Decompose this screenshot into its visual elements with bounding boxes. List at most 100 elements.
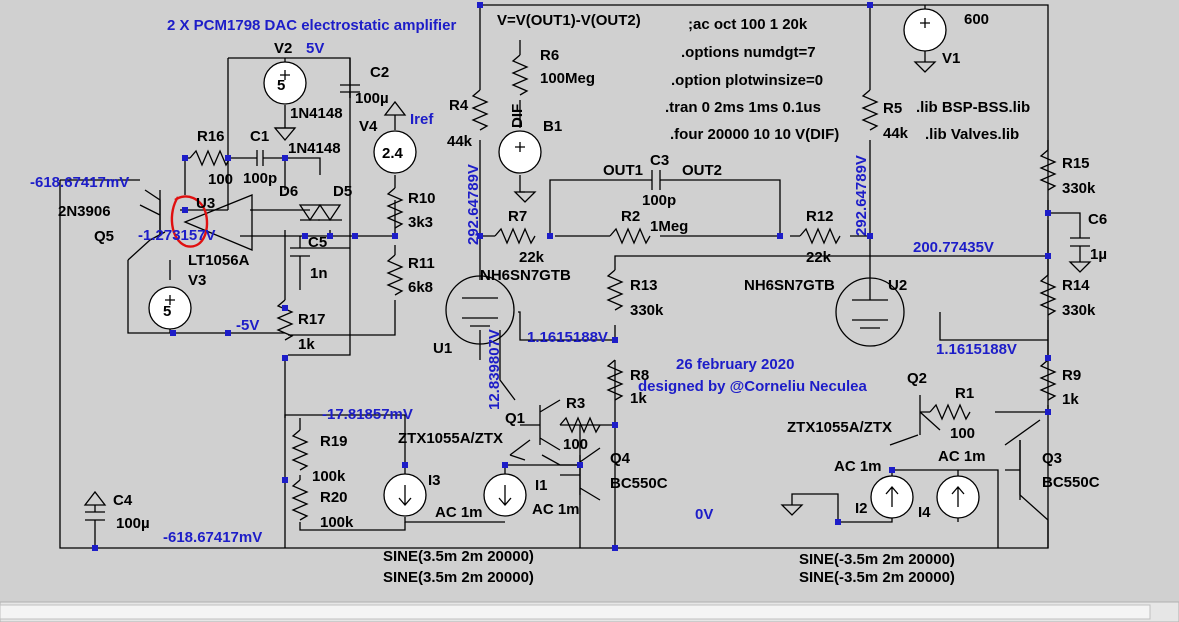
- resistor-R12: [799, 227, 841, 245]
- label-c5-val: 1n: [310, 265, 328, 282]
- label-r12-val: 22k: [806, 249, 832, 266]
- label-q4-model: BC550C: [610, 475, 668, 492]
- label-r7-val: 22k: [519, 249, 545, 266]
- tubes: [445, 275, 905, 347]
- resistor-R5: [861, 89, 879, 131]
- sine-spec-1b: SINE(3.5m 2m 20000): [383, 569, 534, 586]
- label-v2: V2: [274, 40, 292, 57]
- label-c5: C5: [308, 234, 327, 251]
- resistor-R8: [606, 359, 624, 401]
- label-d-model-mid: 1N4148: [288, 140, 341, 157]
- label-r10-val: 3k3: [408, 214, 433, 231]
- label-v4: V4: [359, 118, 378, 135]
- label-q3: Q3: [1042, 450, 1062, 467]
- junctions: [92, 2, 1051, 551]
- label-r15: R15: [1062, 155, 1090, 172]
- capacitor-C6: [1070, 220, 1090, 255]
- highlight-circle: [170, 195, 209, 248]
- diode-D6: [298, 204, 322, 222]
- label-r13: R13: [630, 277, 658, 294]
- resistor-R16: [189, 149, 231, 167]
- capacitor-C3: [640, 170, 675, 190]
- transistor-Q4: [560, 447, 601, 501]
- label-r9-val: 1k: [1062, 391, 1079, 408]
- directive-ac: ;ac oct 100 1 20k: [688, 16, 808, 33]
- label-d6: D6: [279, 183, 298, 200]
- transistor-Q1: [520, 399, 561, 451]
- label-v2-5v: 5V: [306, 40, 324, 57]
- resistor-R15: [1039, 149, 1057, 191]
- label-u1: U1: [433, 340, 452, 357]
- source-symbols: [165, 18, 965, 507]
- label-q4: Q4: [610, 450, 631, 467]
- label-r19-val: 100k: [312, 468, 346, 485]
- label-u3-model: LT1056A: [188, 252, 250, 269]
- label-d-model-top: 1N4148: [290, 105, 343, 122]
- label-r15-val: 330k: [1062, 180, 1096, 197]
- label-i1: I1: [535, 477, 548, 494]
- note-date: 26 february 2020: [676, 356, 794, 373]
- label-c6-val: 1µ: [1090, 246, 1107, 263]
- label-q1-model: ZTX1055A/ZTX: [398, 430, 503, 447]
- label-c6: C6: [1088, 211, 1107, 228]
- label-c3: C3: [650, 152, 669, 169]
- net-ground: 0V: [695, 506, 713, 523]
- transistors: [159, 190, 1021, 501]
- label-r3: R3: [566, 395, 585, 412]
- capacitor-C5: [290, 247, 310, 275]
- net-u1-plate: 292.64789V: [465, 164, 482, 245]
- label-q1: Q1: [505, 410, 525, 427]
- label-r7: R7: [508, 208, 527, 225]
- schematic-title: 2 X PCM1798 DAC electrostatic amplifier: [167, 17, 456, 34]
- resistor-R14: [1039, 274, 1057, 316]
- sine-spec-2b: SINE(-3.5m 2m 20000): [799, 569, 955, 586]
- label-u3: U3: [196, 195, 215, 212]
- label-r2-val: 1Meg: [650, 218, 688, 235]
- label-v3: V3: [188, 272, 206, 289]
- net-u1-cath: 1.1615188V: [527, 329, 608, 346]
- resistor-R17: [276, 299, 294, 341]
- label-c1: C1: [250, 128, 269, 145]
- label-c4-val: 100µ: [116, 515, 150, 532]
- capacitors: [85, 62, 1090, 528]
- label-r20: R20: [320, 489, 348, 506]
- grounds: [83, 61, 1092, 516]
- label-r17: R17: [298, 311, 326, 328]
- label-r11-val: 6k8: [408, 279, 433, 296]
- label-r12: R12: [806, 208, 834, 225]
- label-r8: R8: [630, 367, 649, 384]
- label-v1: V1: [942, 50, 960, 67]
- net-u2-plate: 292.64789V: [853, 155, 870, 236]
- label-d5: D5: [333, 183, 352, 200]
- label-i4: I4: [918, 504, 931, 521]
- scrollbar-thumb[interactable]: [0, 604, 1151, 620]
- resistor-R9: [1039, 359, 1057, 401]
- resistor-R11: [386, 254, 404, 296]
- label-r16: R16: [197, 128, 225, 145]
- diode-D5: [318, 204, 342, 222]
- label-q5: Q5: [94, 228, 114, 245]
- diode-1N4148-top: [273, 127, 297, 142]
- opamp-U3: [183, 194, 253, 251]
- label-r11: R11: [408, 255, 435, 272]
- resistor-R3: [559, 416, 601, 434]
- tube-U1: [445, 275, 515, 345]
- directive-formula: V=V(OUT1)-V(OUT2): [497, 12, 641, 29]
- source-V4: [373, 130, 417, 174]
- label-r16-val: 100: [208, 171, 233, 188]
- net-bottom-rail: -618.67417mV: [163, 529, 262, 546]
- label-r13-val: 330k: [630, 302, 664, 319]
- label-dif: DIF: [509, 104, 526, 128]
- net-q5-base: -618.67417mV: [30, 174, 129, 191]
- resistor-R20: [291, 479, 309, 521]
- label-r9: R9: [1062, 367, 1081, 384]
- label-v3-val: 5: [163, 303, 171, 320]
- label-q5-model: 2N3906: [58, 203, 111, 220]
- label-r10: R10: [408, 190, 436, 207]
- resistor-R10: [386, 187, 404, 229]
- directive-numdgt: .options numdgt=7: [681, 44, 816, 61]
- sine-spec-1a: SINE(3.5m 2m 20000): [383, 548, 534, 565]
- label-r14-val: 330k: [1062, 302, 1096, 319]
- label-u2-model: NH6SN7GTB: [744, 277, 835, 294]
